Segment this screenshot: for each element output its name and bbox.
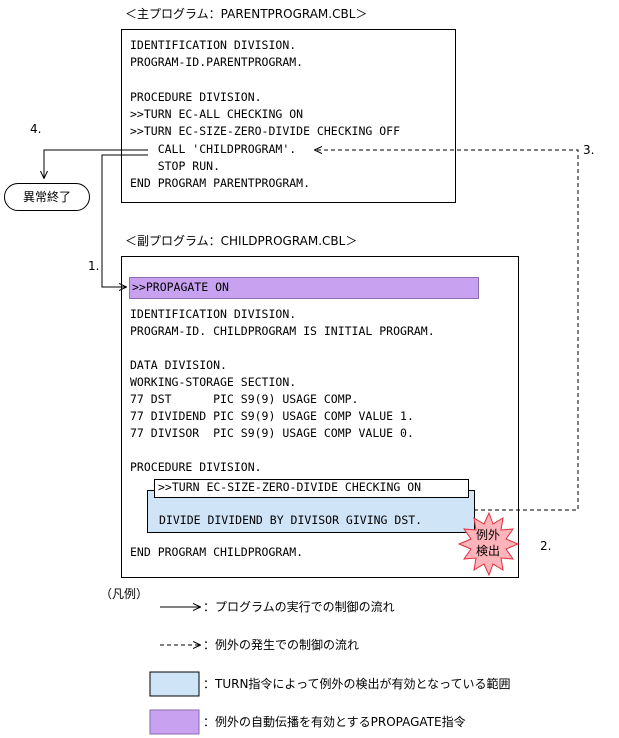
parent-line: END PROGRAM PARENTPROGRAM.	[130, 176, 311, 190]
child-line: WORKING-STORAGE SECTION.	[130, 375, 297, 389]
parent-line: PROGRAM-ID.PARENTPROGRAM.	[130, 55, 304, 69]
child-program-box: >>PROPAGATE ON IDENTIFICATION DIVISION. …	[121, 256, 519, 578]
exception-label-line1: 例外	[476, 528, 501, 542]
flow-arrow-abnormal-end	[44, 149, 148, 178]
legend-propagate-text: ：例外の自動伝播を有効とするPROPAGATE指令	[203, 715, 466, 729]
legend-turn-swatch	[149, 671, 200, 697]
step-label-3: 3.	[583, 143, 595, 157]
divide-statement: DIVIDE DIVIDEND BY DIVISOR GIVING DST.	[159, 513, 423, 527]
parent-line: >>TURN EC-SIZE-ZERO-DIVIDE CHECKING OFF	[130, 124, 401, 138]
exception-arrow-return	[315, 150, 579, 511]
step-label-1: 1.	[88, 259, 100, 273]
legend-turn-text: ：TURN指令によって例外の検出が有効となっている範囲	[203, 677, 511, 691]
parent-call-line: CALL 'CHILDPROGRAM'.	[130, 142, 297, 156]
child-line: 77 DIVIDEND PIC S9(9) USAGE COMP VALUE 1…	[130, 409, 414, 423]
parent-line: STOP RUN.	[130, 159, 221, 173]
child-line: 77 DIVISOR PIC S9(9) USAGE COMP VALUE 0.	[130, 426, 414, 440]
flow-arrow-call-child	[101, 154, 148, 287]
abnormal-end-oval: 異常終了	[4, 183, 90, 211]
parent-line: PROCEDURE DIVISION.	[130, 90, 262, 104]
parent-program-box: IDENTIFICATION DIVISION. PROGRAM-ID.PARE…	[121, 29, 456, 203]
exception-label-line2: 検出	[476, 544, 501, 558]
step-label-2: 2.	[540, 539, 552, 553]
legend-solid-text: ：プログラムの実行での制御の流れ	[203, 600, 395, 614]
propagate-line: >>PROPAGATE ON	[132, 280, 229, 294]
child-line: PROCEDURE DIVISION.	[130, 460, 262, 474]
child-line: IDENTIFICATION DIVISION.	[130, 307, 297, 321]
parent-program-title: ＜主プログラム：PARENTPROGRAM.CBL＞	[125, 7, 368, 21]
child-line: PROGRAM-ID. CHILDPROGRAM IS INITIAL PROG…	[130, 324, 435, 338]
legend-dashed-text: ：例外の発生での制御の流れ	[203, 638, 360, 652]
step-label-4: 4.	[30, 122, 42, 136]
turn-directive-line: >>TURN EC-SIZE-ZERO-DIVIDE CHECKING ON	[158, 480, 422, 494]
parent-line: IDENTIFICATION DIVISION.	[130, 38, 297, 52]
legend-title: （凡例）	[100, 587, 149, 601]
child-end-line: END PROGRAM CHILDPROGRAM.	[130, 545, 304, 559]
legend-propagate-swatch	[149, 709, 200, 735]
child-line: DATA DIVISION.	[130, 358, 227, 372]
child-program-title: ＜副プログラム：CHILDPROGRAM.CBL＞	[125, 234, 358, 248]
turn-directive-box: >>TURN EC-SIZE-ZERO-DIVIDE CHECKING ON	[154, 479, 469, 498]
parent-line: >>TURN EC-ALL CHECKING ON	[130, 107, 304, 121]
exception-starburst-icon	[457, 511, 520, 577]
child-line: 77 DST PIC S9(9) USAGE COMP.	[130, 392, 359, 406]
propagate-directive: >>PROPAGATE ON	[129, 277, 479, 299]
